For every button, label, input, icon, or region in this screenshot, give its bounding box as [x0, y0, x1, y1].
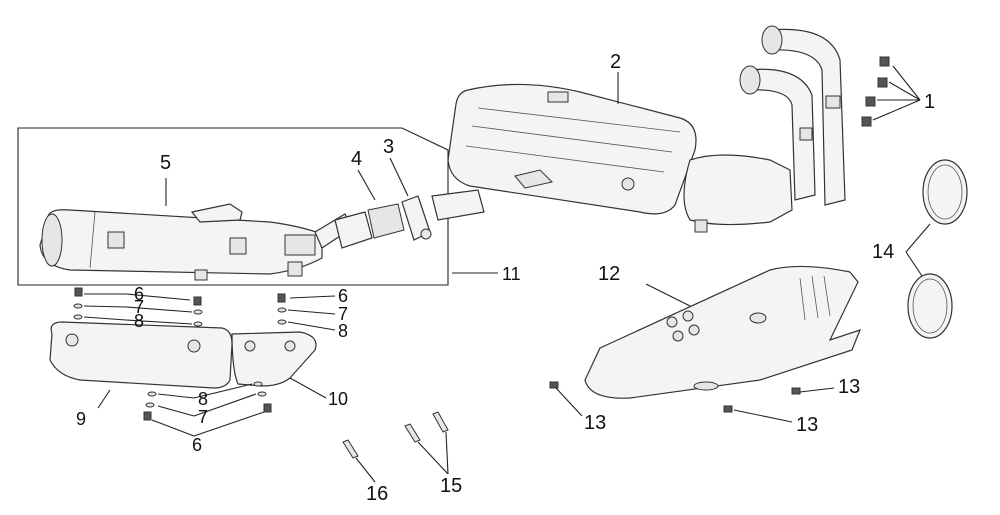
- callout-11: 11: [502, 264, 521, 284]
- leader-lines: [83, 65, 931, 483]
- catalyst-section: [683, 154, 793, 233]
- callout-7-lower: 7: [198, 407, 209, 427]
- callout-8-upper-left: 8: [134, 311, 145, 331]
- gaskets-part-14: [907, 159, 968, 339]
- bolt-part-16: [342, 439, 359, 459]
- callout-10: 10: [328, 389, 349, 409]
- fasteners-upper: [73, 287, 287, 327]
- callout-1: 1: [924, 91, 936, 113]
- callout-7-upper-left: 7: [134, 297, 145, 317]
- link-pipe: [431, 189, 485, 221]
- fasteners-lower: [143, 381, 272, 421]
- callout-13-left: 13: [584, 412, 607, 434]
- gasket-part-4: [334, 203, 405, 249]
- skid-plate-part-12: [584, 265, 862, 399]
- callout-6-upper-left: 6: [134, 284, 145, 304]
- callout-8-lower: 8: [198, 389, 209, 409]
- callout-6-lower: 6: [192, 435, 203, 455]
- callout-6-upper-right: 6: [338, 286, 349, 306]
- callout-14: 14: [872, 241, 895, 263]
- screws-part-13: [549, 381, 801, 413]
- callout-3: 3: [383, 136, 395, 158]
- header-pipes: [739, 25, 846, 206]
- callout-4: 4: [351, 148, 363, 170]
- nuts-part-1: [861, 56, 890, 127]
- shield-hole-left: [65, 333, 79, 347]
- callout-13-right: 13: [838, 376, 861, 398]
- shield-10-hole-a: [244, 340, 256, 352]
- callout-5: 5: [160, 152, 172, 174]
- callout-7-upper-right: 7: [338, 304, 349, 324]
- callout-2: 2: [610, 51, 622, 73]
- heat-shield-part-10: [231, 331, 317, 387]
- callout-12: 12: [598, 263, 621, 285]
- shield-hole-right: [187, 339, 201, 353]
- callout-8-upper-right: 8: [338, 321, 349, 341]
- heat-shield-part-9: [49, 321, 233, 389]
- bolts-part-15: [404, 411, 449, 443]
- callout-9: 9: [76, 409, 87, 429]
- shield-10-hole-b: [284, 340, 296, 352]
- clamp-part-3: [401, 195, 432, 241]
- callout-16: 16: [366, 483, 389, 505]
- main-muffler-part-2: [447, 83, 697, 215]
- callout-13-bottom: 13: [796, 414, 819, 436]
- callout-15: 15: [440, 475, 463, 497]
- muffler-part-5: [39, 203, 353, 281]
